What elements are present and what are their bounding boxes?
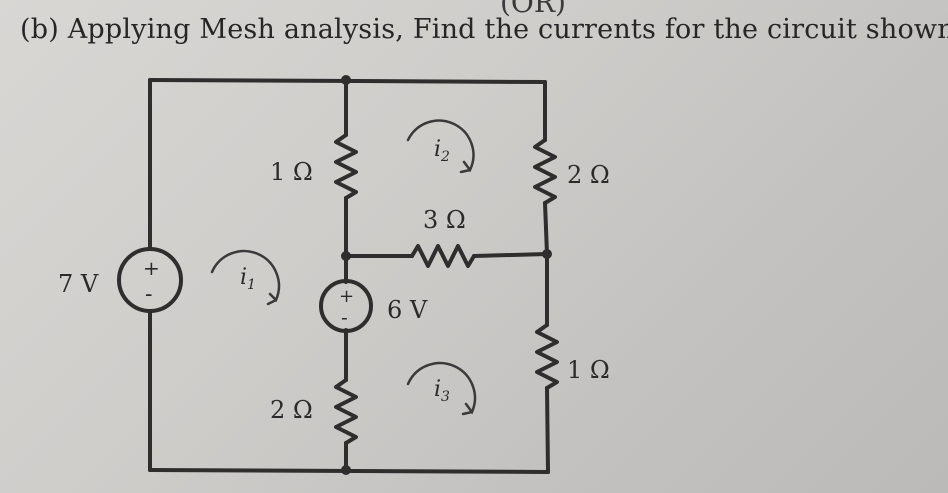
node-mid-left [341,251,351,261]
source-7v-label: 7 V [58,270,99,298]
source-6v-plus: + [339,286,354,307]
label-2ohm-bottom: 2 Ω [270,396,313,424]
mesh-arrow-i2 [406,119,475,174]
label-1ohm-top: 1 Ω [270,158,313,186]
source-6v-minus: - [341,305,348,329]
label-1ohm-right: 1 Ω [567,356,610,384]
voltage-source-7v [117,247,183,313]
mesh-label-i1: i1 [240,265,256,293]
source-6v-label: 6 V [387,296,428,324]
label-3ohm: 3 Ω [423,206,466,234]
question-text: (b) Applying Mesh analysis, Find the cur… [20,14,948,45]
resistor-3ohm [410,244,476,268]
resistor-2ohm-right [533,138,557,205]
mesh-label-i2: i2 [434,137,450,165]
voltage-source-6v [319,279,373,333]
wire-mid-horiz-right [472,252,549,258]
resistor-2ohm-bottom [334,378,358,445]
node-bottom-mid [341,465,351,475]
mesh-label-i3: i3 [434,377,450,405]
node-mid-right [542,249,552,259]
wire-right-bottom [545,386,550,474]
resistor-1ohm [334,133,358,200]
mesh-arrow-i1 [210,249,281,306]
source-7v-plus: + [143,256,160,280]
resistor-1ohm-right [535,323,559,390]
mesh-arrow-i3 [406,361,477,416]
or-mark: (OR) [500,0,566,19]
wire-right-to-node [543,201,549,256]
node-top-mid [341,75,351,85]
label-2ohm-right: 2 Ω [567,161,610,189]
source-7v-minus: - [145,282,152,307]
